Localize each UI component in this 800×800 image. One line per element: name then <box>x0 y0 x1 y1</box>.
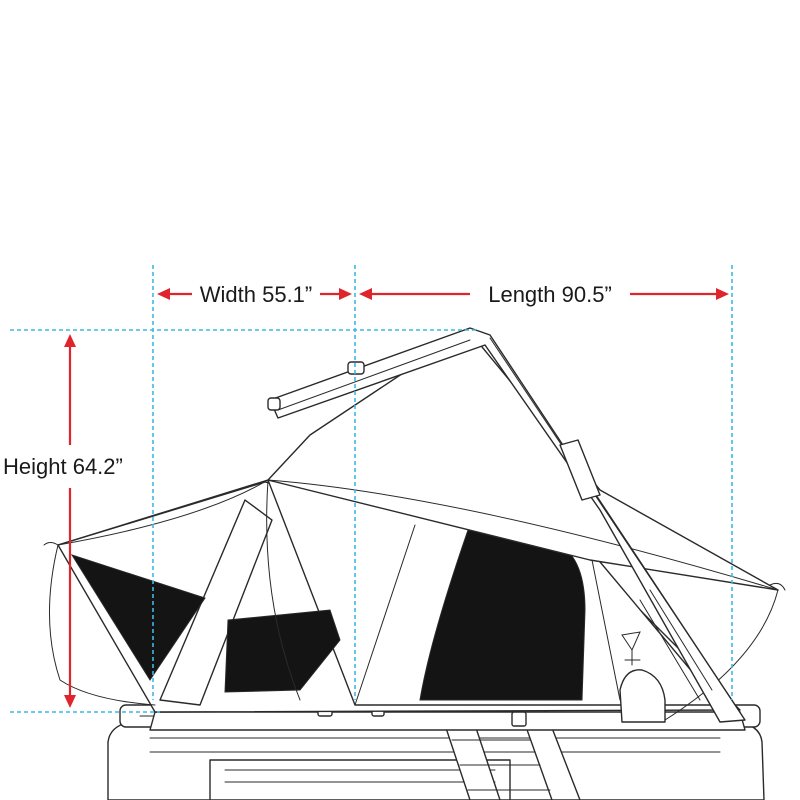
width-dimension: Width 55.1” <box>157 282 352 307</box>
dimension-guides <box>10 265 733 713</box>
tent-hardshell-lid <box>267 327 746 723</box>
height-dimension: Height 64.2” <box>0 334 148 708</box>
length-label: Length 90.5” <box>488 282 612 307</box>
tent-rainfly <box>43 329 786 721</box>
length-dimension: Length 90.5” <box>359 282 729 307</box>
width-label: Width 55.1” <box>200 282 313 307</box>
tent-windows <box>70 529 666 723</box>
tent-logo-mark <box>621 631 641 666</box>
height-label: Height 64.2” <box>3 454 123 479</box>
